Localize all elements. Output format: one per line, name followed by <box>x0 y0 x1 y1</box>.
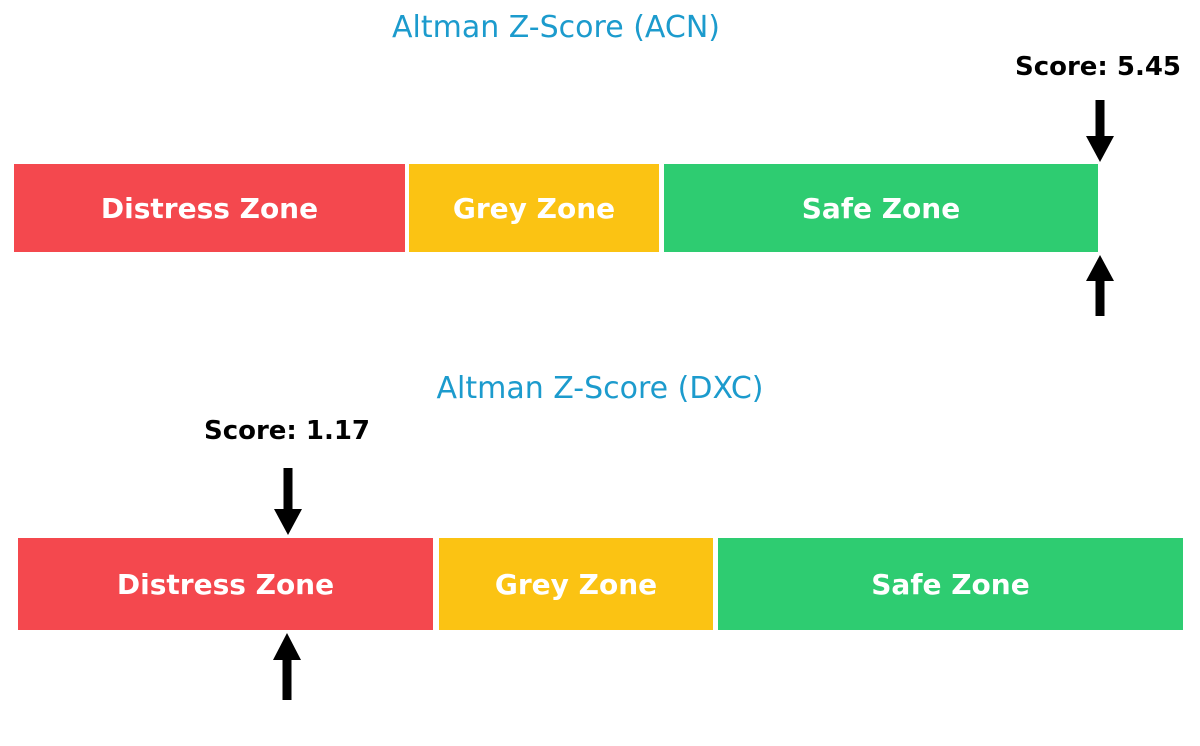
score-arrow-up-icon <box>273 633 301 700</box>
zone-distress: Distress Zone <box>18 538 433 630</box>
zone-grey: Grey Zone <box>409 164 659 252</box>
score-arrow-up-icon <box>1086 255 1114 316</box>
zone-safe: Safe Zone <box>718 538 1183 630</box>
score-arrow-down-icon <box>274 468 302 535</box>
zone-distress: Distress Zone <box>14 164 405 252</box>
zone-label: Safe Zone <box>871 567 1030 601</box>
zone-safe: Safe Zone <box>664 164 1098 252</box>
chart-title: Altman Z-Score (ACN) <box>392 10 720 45</box>
zone-label: Grey Zone <box>452 191 616 225</box>
chart-title: Altman Z-Score (DXC) <box>436 371 764 406</box>
zone-bar: Distress Zone Grey Zone Safe Zone <box>0 164 1200 252</box>
zone-grey: Grey Zone <box>439 538 713 630</box>
zone-label: Distress Zone <box>116 567 335 601</box>
zone-label: Distress Zone <box>100 191 319 225</box>
zone-label: Safe Zone <box>801 191 961 225</box>
zone-label: Grey Zone <box>494 567 658 601</box>
score-annotation: Score: 1.17 <box>203 416 371 446</box>
zone-bar: Distress Zone Grey Zone Safe Zone <box>0 538 1200 630</box>
score-arrow-down-icon <box>1086 100 1114 162</box>
score-annotation: Score: 5.45 <box>1014 52 1182 82</box>
